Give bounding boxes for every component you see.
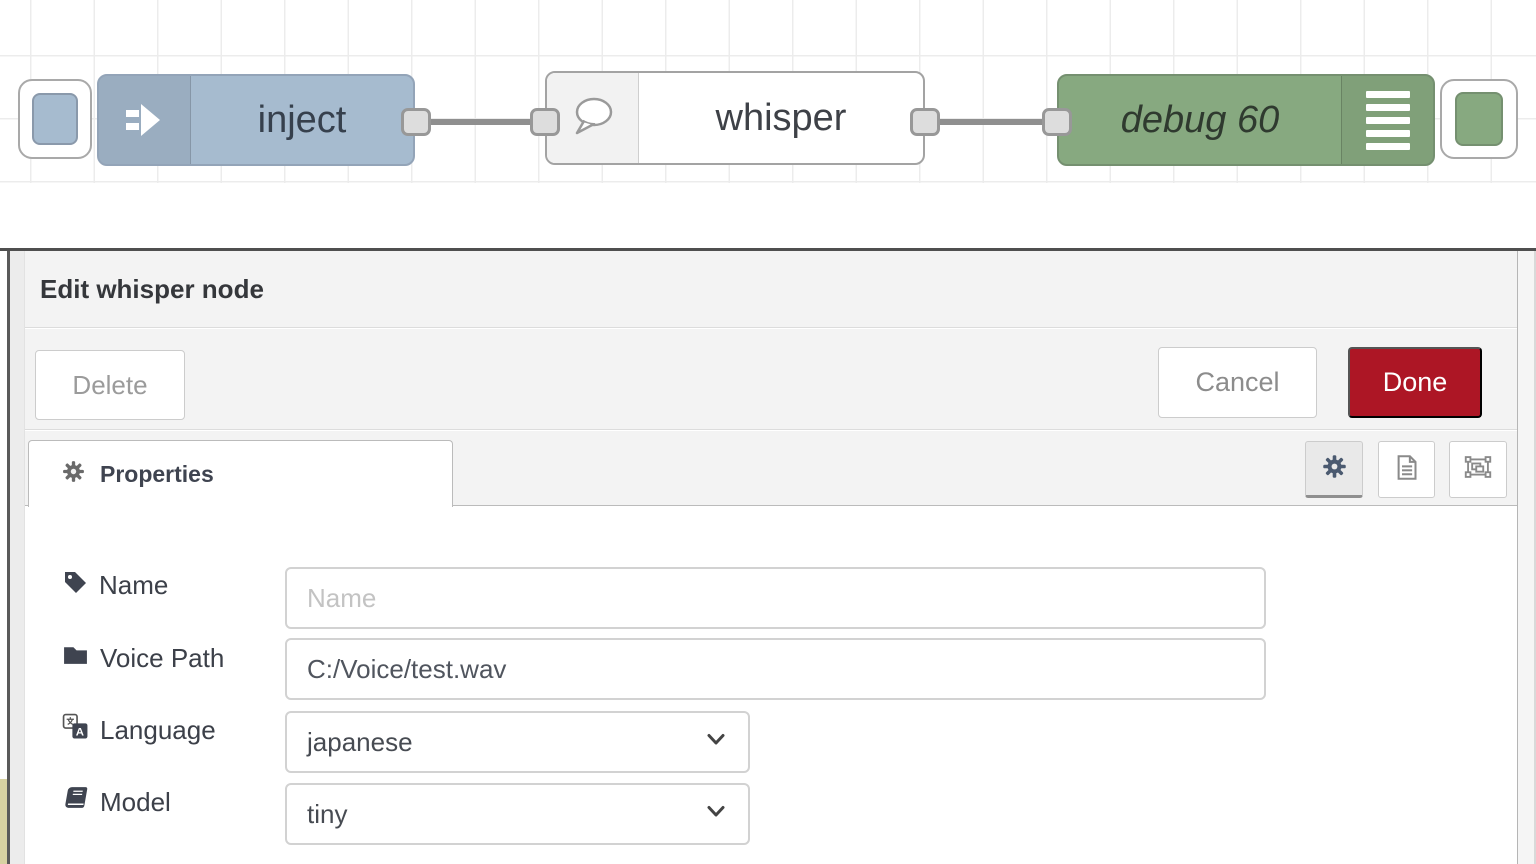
gear-icon (1321, 453, 1348, 485)
tray-toolbar: Delete Cancel Done (25, 329, 1517, 430)
delete-button[interactable]: Delete (35, 350, 185, 420)
book-icon (62, 785, 89, 819)
tray-top-border (0, 248, 1536, 251)
model-field-label: Model (62, 785, 171, 819)
cancel-button[interactable]: Cancel (1158, 347, 1317, 418)
workspace-edge-line (7, 251, 10, 864)
debug-node-label: debug 60 (1120, 98, 1280, 141)
tray-form: Name Voice Path (25, 507, 1517, 864)
inject-output-port[interactable] (401, 108, 431, 136)
wire-inject-whisper[interactable] (415, 119, 547, 125)
tray-header: Edit whisper node (25, 251, 1517, 328)
speech-bubble-icon (547, 73, 639, 163)
edit-node-tray: Edit whisper node Delete Cancel Done (25, 251, 1518, 864)
whisper-output-port[interactable] (910, 108, 940, 136)
model-select[interactable]: tiny (285, 783, 750, 845)
tray-right-gutter (1518, 251, 1536, 864)
tab-properties-label: Properties (100, 460, 214, 487)
voice-path-field-label: Voice Path (62, 641, 224, 675)
language-field-label: A Language (62, 713, 216, 747)
tray-left-gutter (10, 251, 25, 864)
wire-whisper-debug[interactable] (925, 119, 1058, 125)
whisper-input-port[interactable] (530, 108, 560, 136)
gear-icon (61, 459, 86, 489)
name-field-label: Name (62, 569, 168, 602)
chevron-down-icon (704, 727, 728, 758)
language-select[interactable]: japanese (285, 711, 750, 773)
debug-input-port[interactable] (1042, 108, 1072, 136)
node-description-button[interactable] (1378, 441, 1435, 498)
inject-trigger-button[interactable] (18, 79, 92, 159)
debug-toggle-inner (1455, 92, 1503, 146)
inject-arrow-icon (99, 76, 191, 164)
chevron-down-icon (704, 799, 728, 830)
folder-icon (62, 641, 89, 675)
tray-title: Edit whisper node (40, 273, 264, 304)
node-appearance-button[interactable] (1449, 441, 1507, 498)
tab-properties[interactable]: Properties (28, 440, 453, 507)
language-select-value: japanese (307, 726, 413, 757)
language-icon: A (62, 713, 89, 747)
inject-node-label: inject (257, 98, 347, 141)
palette-node-sliver (0, 779, 7, 864)
node-inject[interactable]: inject (97, 74, 415, 166)
done-button[interactable]: Done (1348, 347, 1482, 418)
name-input[interactable] (285, 567, 1266, 629)
tray-tab-row: Properties (25, 431, 1517, 507)
voice-path-input[interactable] (285, 638, 1266, 700)
node-settings-button[interactable] (1305, 441, 1363, 498)
flow-workspace[interactable]: inject whisper debug 60 (0, 0, 1536, 183)
document-icon (1393, 454, 1420, 486)
model-select-value: tiny (307, 798, 348, 829)
debug-list-icon (1341, 76, 1433, 164)
inject-trigger-inner (32, 93, 78, 145)
node-debug[interactable]: debug 60 (1057, 74, 1435, 166)
node-whisper[interactable]: whisper (545, 71, 925, 165)
debug-toggle-button[interactable] (1440, 79, 1518, 159)
tag-icon (62, 569, 88, 602)
svg-text:A: A (76, 726, 84, 738)
whisper-node-label: whisper (715, 96, 847, 139)
appearance-icon (1464, 453, 1492, 486)
